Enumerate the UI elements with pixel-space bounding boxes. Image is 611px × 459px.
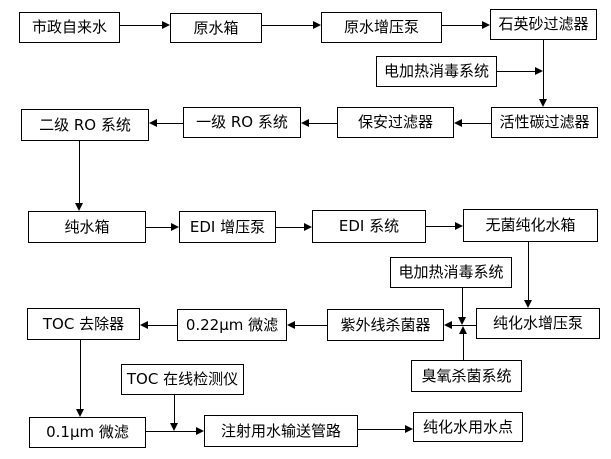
node-label: 0.22μm 微滤 — [185, 315, 279, 334]
node-label: 注射用水输送管路 — [220, 421, 341, 440]
line-rawpump-to-quartz — [442, 25, 482, 26]
line-filter01-to-pipeline — [146, 431, 196, 432]
arrow-left-icon — [454, 119, 462, 127]
arrow-right-icon — [405, 425, 413, 433]
node-label: 无菌纯化水箱 — [485, 216, 576, 234]
line-puretank-to-edipump — [146, 227, 171, 228]
line-steriletank-to-purpump — [528, 242, 529, 300]
node-label: TOC 去除器 — [42, 314, 125, 333]
arrow-right-icon — [162, 21, 170, 29]
node-label: EDI 系统 — [338, 217, 400, 235]
line-ro2-to-puretank — [79, 141, 80, 203]
node-ro-stage-1: 一级 RO 系统 — [183, 107, 301, 138]
node-label: 原水增压泵 — [343, 18, 419, 36]
node-label: 紫外线杀菌器 — [340, 315, 431, 334]
line-filter022-to-tocremover — [148, 325, 177, 326]
node-uv-sterilizer: 紫外线杀菌器 — [327, 309, 444, 341]
node-label: TOC 在线检测仪 — [126, 370, 239, 388]
line-tocremover-to-filter01 — [80, 340, 81, 409]
arrow-down-icon — [76, 409, 84, 417]
node-label: 臭氧杀菌系统 — [421, 366, 512, 385]
node-electric-heating-disinfection-1: 电加热消毒系统 — [376, 56, 497, 87]
node-toc-remover: TOC 去除器 — [27, 308, 140, 340]
node-ro-stage-2: 二级 RO 系统 — [21, 109, 149, 141]
arrow-right-icon — [535, 67, 543, 75]
line-ro1-to-ro2 — [157, 123, 183, 124]
line-tocmonitor-to-junction — [174, 395, 175, 423]
node-filter-0-22um: 0.22μm 微滤 — [177, 309, 287, 341]
node-wfi-transfer-pipeline: 注射用水输送管路 — [204, 415, 358, 447]
node-label: 石英砂过滤器 — [498, 15, 589, 33]
node-electric-heating-disinfection-2: 电加热消毒系统 — [390, 257, 512, 288]
arrow-right-icon — [482, 21, 490, 29]
arrow-down-icon — [75, 203, 83, 211]
arrow-right-icon — [455, 222, 463, 230]
line-purpump-to-uv — [452, 325, 476, 326]
node-raw-water-booster-pump: 原水增压泵 — [321, 12, 442, 43]
arrow-up-icon — [459, 326, 467, 334]
node-label: 保安过滤器 — [357, 113, 433, 131]
arrow-right-icon — [171, 223, 179, 231]
node-quartz-sand-filter: 石英砂过滤器 — [490, 9, 597, 40]
arrow-down-icon — [458, 317, 466, 325]
node-pure-water-tank: 纯水箱 — [28, 211, 146, 243]
node-label: 纯化水用水点 — [422, 417, 513, 436]
arrow-left-icon — [444, 321, 452, 329]
arrow-down-icon — [170, 423, 178, 431]
node-municipal-tap-water: 市政自来水 — [19, 12, 120, 43]
node-edi-booster-pump: EDI 增压泵 — [179, 211, 276, 243]
arrow-right-icon — [313, 21, 321, 29]
arrow-down-icon — [539, 99, 547, 107]
line-municipal-to-rawtank — [120, 25, 162, 26]
arrow-left-icon — [149, 119, 157, 127]
node-filter-0-1um: 0.1μm 微滤 — [29, 417, 146, 448]
node-edi-system: EDI 系统 — [312, 210, 426, 243]
arrow-left-icon — [140, 321, 148, 329]
node-purified-water-use-point: 纯化水用水点 — [413, 412, 523, 442]
node-label: 市政自来水 — [31, 18, 107, 36]
arrow-left-icon — [301, 119, 309, 127]
node-sterile-purified-water-tank: 无菌纯化水箱 — [463, 209, 598, 242]
node-label: 活性碳过滤器 — [499, 113, 590, 131]
arrow-down-icon — [524, 300, 532, 308]
arrow-left-icon — [287, 321, 295, 329]
node-toc-online-monitor: TOC 在线检测仪 — [121, 364, 244, 395]
line-rawtank-to-rawpump — [262, 25, 313, 26]
line-edisystem-to-steriletank — [426, 226, 455, 227]
line-edipump-to-edisystem — [276, 227, 304, 228]
line-ozone-to-junction — [463, 334, 464, 360]
node-label: 电加热消毒系统 — [398, 263, 504, 281]
node-security-filter: 保安过滤器 — [337, 107, 454, 138]
node-raw-water-tank: 原水箱 — [170, 13, 262, 43]
node-ozone-sterilization-system: 臭氧杀菌系统 — [411, 360, 522, 392]
line-pipeline-to-usepoint — [358, 429, 405, 430]
node-label: 二级 RO 系统 — [39, 115, 131, 134]
node-label: 纯化水增压泵 — [492, 314, 583, 332]
node-label: 一级 RO 系统 — [196, 113, 288, 131]
node-label: 原水箱 — [193, 18, 239, 37]
line-security-to-ro1 — [309, 123, 337, 124]
node-label: 纯水箱 — [64, 217, 110, 236]
line-carbon-to-security — [462, 123, 491, 124]
node-purified-water-booster-pump: 纯化水增压泵 — [476, 308, 600, 339]
line-quartz-to-carbon — [543, 40, 544, 99]
arrow-right-icon — [196, 427, 204, 435]
line-heater2-to-junction — [462, 288, 463, 317]
node-label: EDI 增压泵 — [189, 217, 266, 236]
line-heater1-to-junction — [497, 71, 535, 72]
node-label: 0.1μm 微滤 — [46, 423, 129, 441]
arrow-right-icon — [304, 223, 312, 231]
node-label: 电加热消毒系统 — [383, 62, 489, 80]
node-activated-carbon-filter: 活性碳过滤器 — [491, 107, 598, 138]
line-uv-to-filter022 — [295, 325, 327, 326]
